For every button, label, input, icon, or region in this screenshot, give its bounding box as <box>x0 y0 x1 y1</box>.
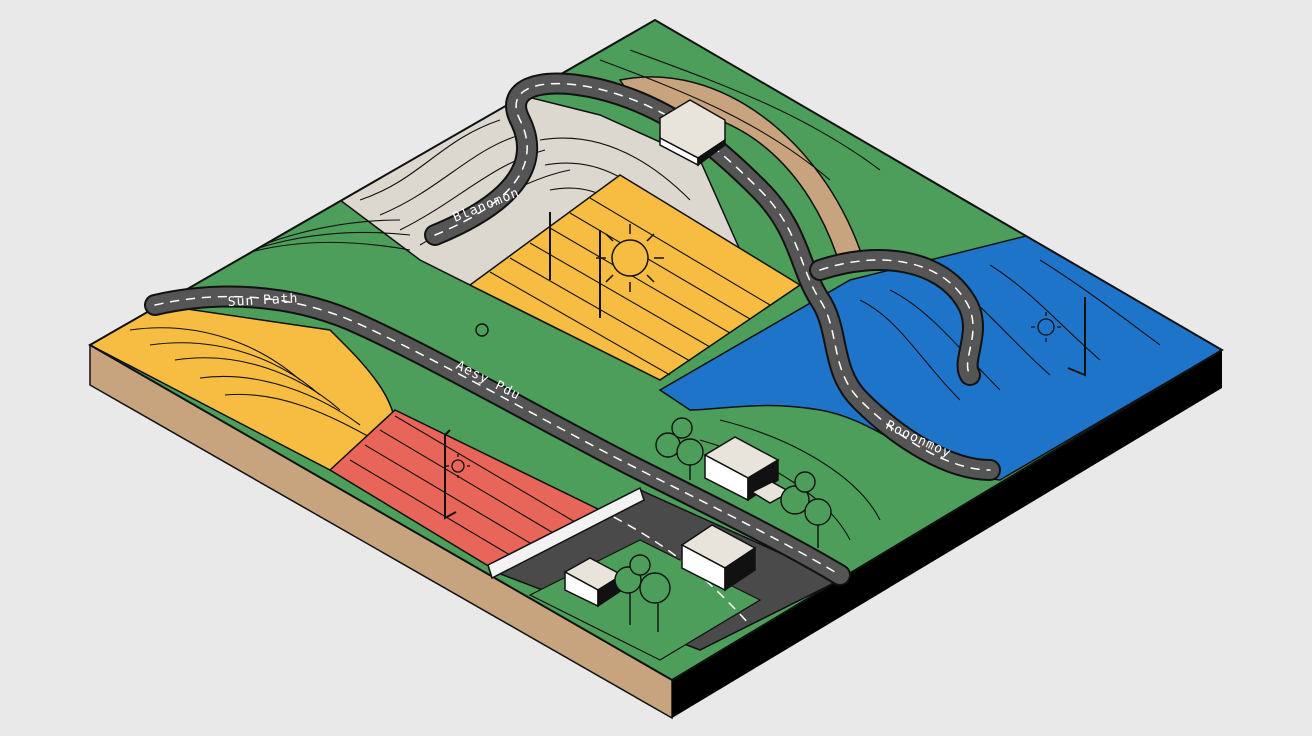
yellow-west-contours <box>129 327 376 441</box>
sun-icon <box>446 454 470 478</box>
sun-icon <box>1031 312 1061 342</box>
house-icon <box>680 524 757 592</box>
slab-right-side <box>672 350 1222 718</box>
west-road-label: Sun Path <box>227 291 298 310</box>
shadow-pole-icon <box>444 212 1086 520</box>
house-icon <box>659 99 726 167</box>
road-network <box>144 72 1001 626</box>
tree-trunks <box>629 465 819 632</box>
retaining-wall <box>487 486 645 580</box>
lower-road <box>599 509 751 626</box>
tree-icon <box>475 323 832 604</box>
sun-icon <box>596 224 664 292</box>
red-field-stripes <box>349 415 576 559</box>
house-icon <box>703 436 792 504</box>
